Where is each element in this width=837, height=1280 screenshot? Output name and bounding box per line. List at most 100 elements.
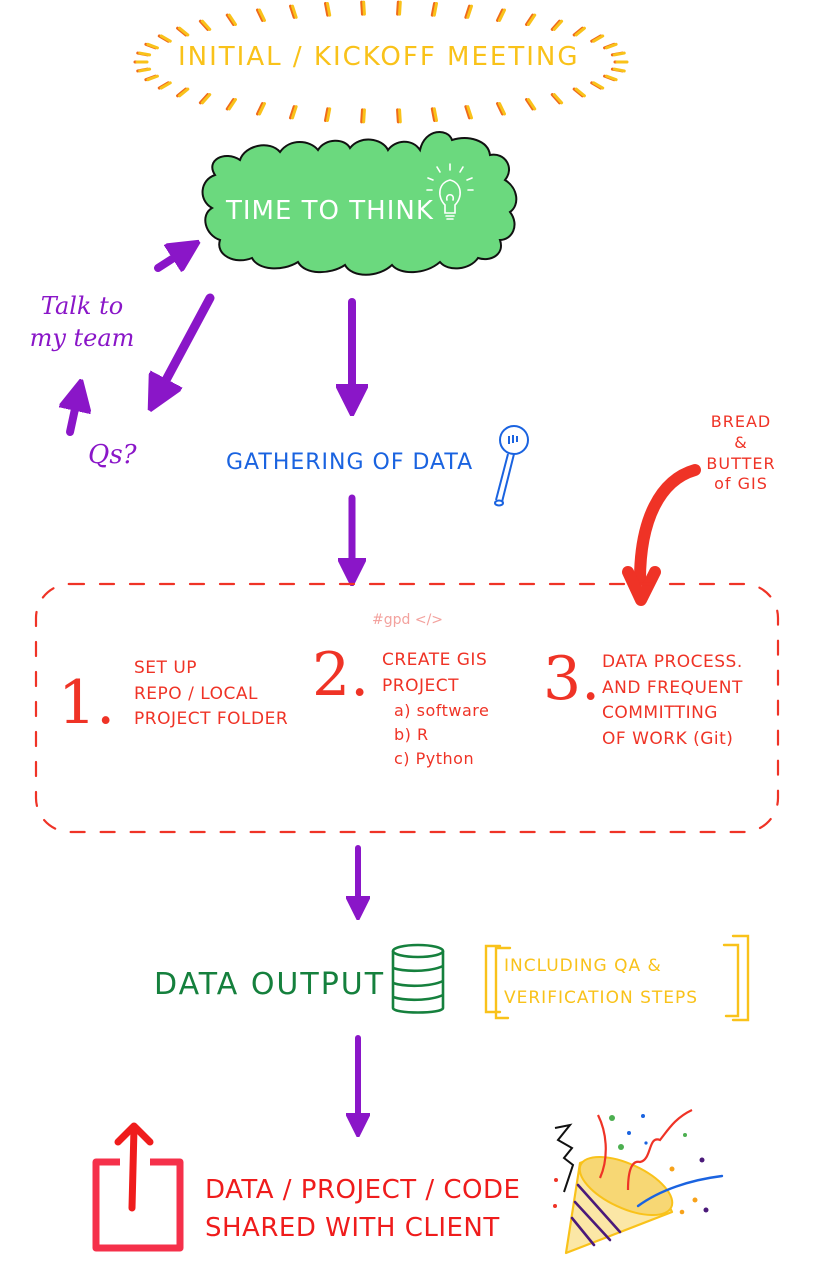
data-output-label: DATA OUTPUT — [154, 967, 386, 1002]
kickoff-ray — [258, 8, 266, 22]
bread-butter-note: BREAD & BUTTER of GIS — [682, 412, 800, 495]
kickoff-ray — [200, 19, 212, 31]
hashtag-note: #gpd </> — [372, 612, 444, 628]
kickoff-ray — [146, 42, 159, 50]
kickoff-ray — [398, 108, 402, 124]
kickoff-rays-decoration — [133, 0, 629, 124]
kickoff-ray — [525, 13, 535, 26]
lightbulb-icon — [426, 163, 474, 220]
step-1-text: SET UP REPO / LOCAL PROJECT FOLDER — [134, 656, 314, 733]
step-3-line: AND FREQUENT — [602, 677, 743, 698]
step-2-options: a) software b) R c) Python — [382, 699, 522, 771]
shared-with-client-label: DATA / PROJECT / CODE SHARED WITH CLIENT — [205, 1172, 535, 1247]
kickoff-ray — [362, 108, 366, 124]
arrow-to-talk — [70, 395, 78, 436]
kickoff-ray — [360, 0, 364, 16]
kickoff-ray — [288, 105, 296, 120]
kickoff-ray — [592, 81, 605, 90]
kickoff-ray — [432, 107, 439, 122]
arrow-to-cloud — [154, 250, 186, 268]
step-2-text: CREATE GIS PROJECT a) software b) R c) P… — [382, 648, 522, 771]
qa-brackets — [484, 934, 750, 1022]
kickoff-ray — [200, 93, 212, 105]
kickoff-ray — [592, 34, 605, 43]
kickoff-ray — [159, 81, 172, 90]
step-2-number: 2. — [312, 640, 370, 710]
kickoff-ray — [258, 102, 266, 116]
kickoff-ray — [227, 98, 237, 111]
kickoff-ray — [323, 107, 330, 122]
qa-line-1: INCLUDING QA & — [504, 956, 662, 976]
kickoff-ray — [396, 0, 400, 16]
kickoff-ray — [290, 105, 298, 120]
kickoff-ray — [552, 19, 564, 31]
step-3-line: COMMITTING — [602, 703, 718, 723]
kickoff-ray — [527, 98, 537, 111]
step-1-number: 1. — [58, 668, 116, 738]
bread-butter-arrow — [622, 464, 701, 606]
step-1-line: REPO / LOCAL — [134, 683, 258, 704]
step-2-line: PROJECT — [382, 675, 459, 696]
kickoff-ray — [574, 26, 586, 37]
kickoff-ray — [290, 4, 298, 19]
step-2-line: CREATE GIS — [382, 650, 488, 670]
kickoff-ray — [325, 2, 332, 17]
kickoff-ray — [159, 34, 172, 43]
kickoff-ray — [464, 4, 472, 19]
kickoff-ray — [466, 4, 474, 19]
kickoff-ray — [256, 8, 264, 22]
kickoff-ray — [496, 102, 504, 116]
time-to-think-label: TIME TO THINK — [226, 196, 434, 226]
kickoff-ray — [464, 105, 472, 120]
kickoff-ray — [430, 107, 437, 122]
party-popper-icon — [553, 1109, 724, 1255]
kickoff-ray — [227, 13, 237, 26]
kickoff-ray — [466, 105, 474, 120]
share-icon — [92, 1122, 184, 1252]
step-3-text: DATA PROCESS. AND FREQUENT COMMITTING OF… — [602, 650, 772, 752]
kickoff-ray — [498, 8, 506, 22]
qa-verification-note: INCLUDING QA & VERIFICATION STEPS — [504, 950, 734, 1015]
database-icon — [391, 943, 445, 1014]
kickoff-ray — [178, 87, 190, 98]
bread-line-4: of GIS — [714, 474, 768, 494]
talk-to-team-note: Talk to my team — [22, 290, 142, 355]
kickoff-ray — [288, 4, 296, 19]
option-python: c) Python — [394, 749, 475, 768]
bread-line-3: BUTTER — [706, 453, 776, 473]
kickoff-ray — [225, 13, 235, 26]
option-software: a) software — [394, 701, 490, 720]
kickoff-ray — [362, 0, 366, 16]
kickoff-ray — [256, 102, 264, 116]
kickoff-ray — [612, 67, 626, 73]
kickoff-ray — [398, 0, 402, 16]
kickoff-ray — [430, 2, 437, 17]
kickoff-ray — [612, 51, 626, 57]
kickoff-ray — [396, 108, 400, 124]
option-r: b) R — [394, 725, 429, 744]
talk-line-1: Talk to — [40, 292, 124, 320]
step-3-line: DATA PROCESS. — [602, 652, 743, 672]
kickoff-ray — [225, 98, 235, 111]
questions-label: Qs? — [88, 440, 137, 470]
qa-line-2: VERIFICATION STEPS — [504, 988, 699, 1009]
kickoff-meeting-label: INITIAL / KICKOFF MEETING — [178, 42, 580, 72]
kickoff-ray — [360, 108, 364, 124]
kickoff-ray — [605, 74, 618, 82]
share-line-2: SHARED WITH CLIENT — [205, 1212, 500, 1243]
kickoff-ray — [525, 98, 535, 111]
arrow-to-questions — [158, 293, 215, 395]
kickoff-ray — [432, 2, 439, 17]
kickoff-ray — [605, 42, 618, 50]
bread-line-1: BREAD — [710, 412, 772, 431]
kickoff-ray — [527, 13, 537, 26]
share-line-1: DATA / PROJECT / CODE — [205, 1175, 521, 1205]
kickoff-ray — [178, 26, 190, 37]
kickoff-ray — [146, 74, 159, 82]
bread-line-2: & — [734, 432, 748, 452]
magnifier-icon — [494, 425, 529, 507]
step-1-line: SET UP — [134, 658, 198, 678]
step-3-number: 3. — [543, 644, 601, 714]
process-dashed-box — [34, 582, 780, 834]
